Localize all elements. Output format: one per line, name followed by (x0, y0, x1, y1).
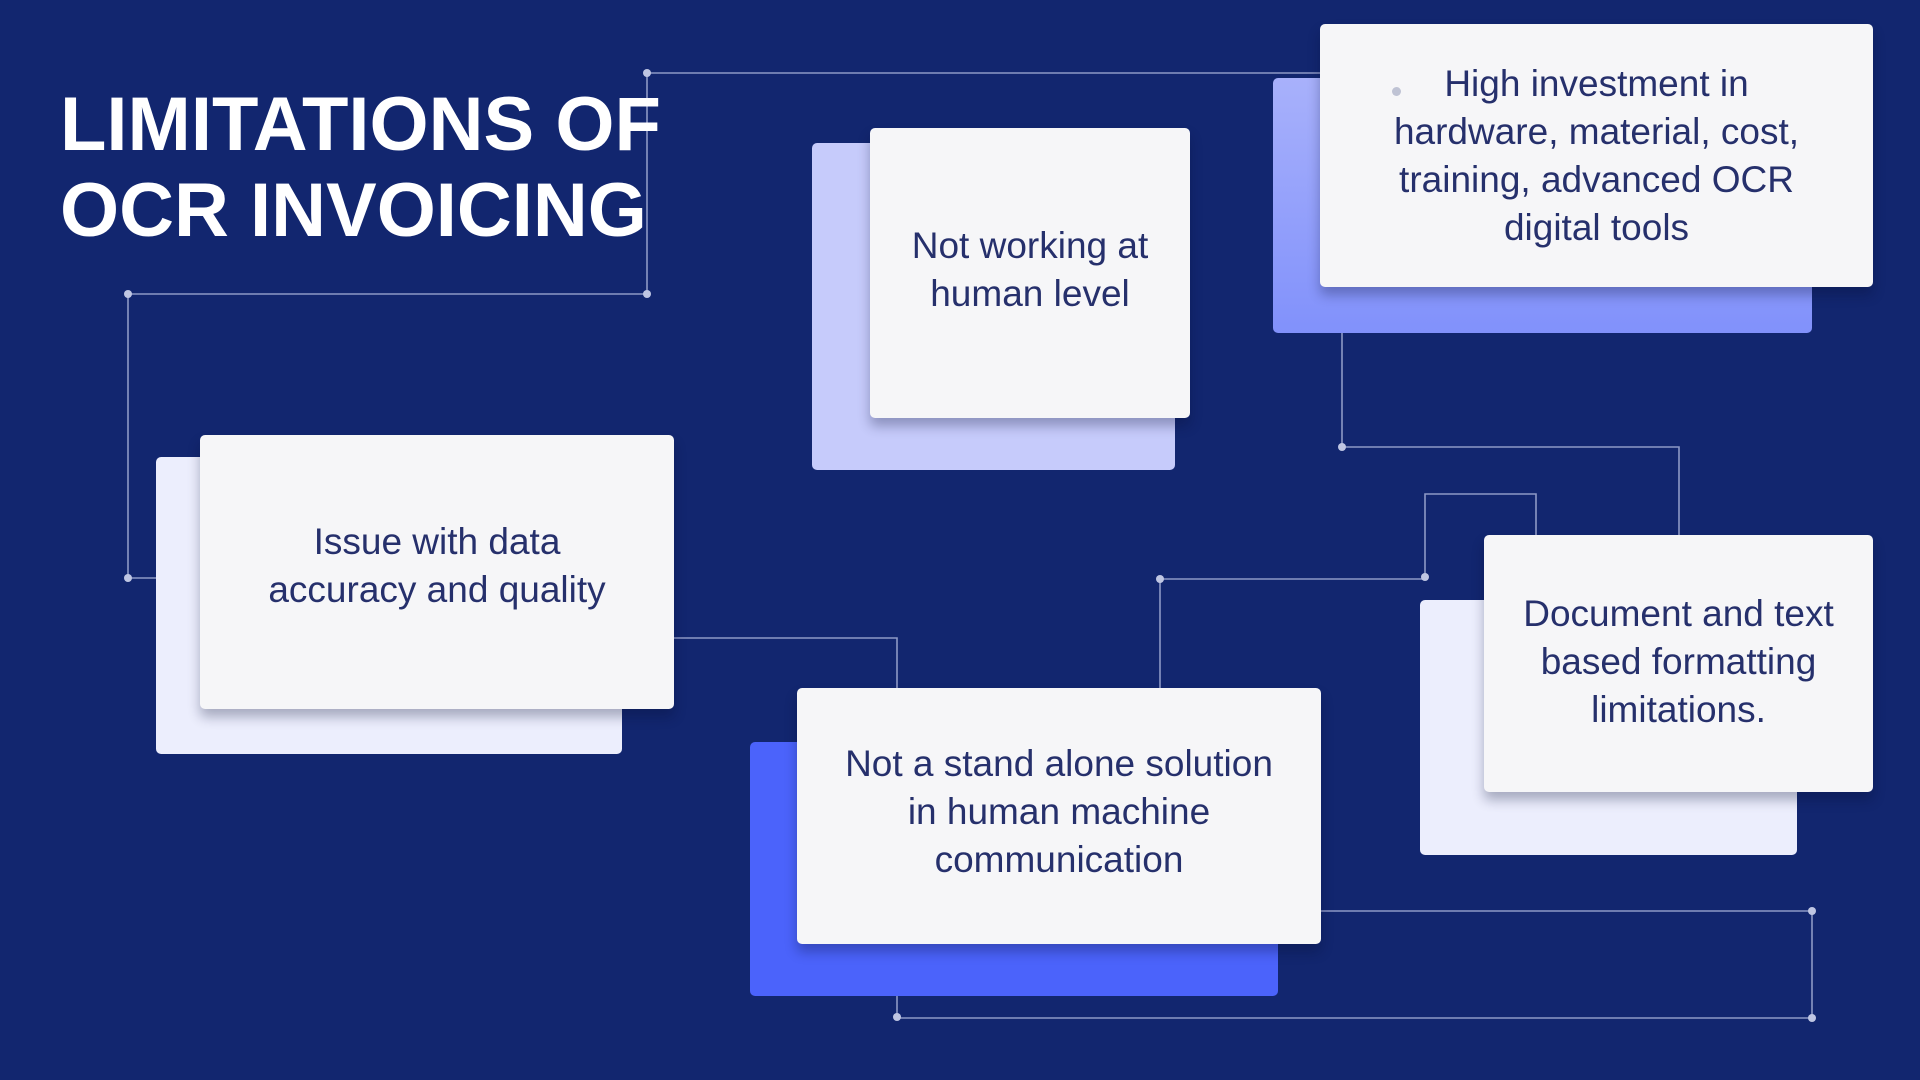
connector-standalone-formatting (1159, 493, 1537, 688)
connector-accuracy-standalone (674, 637, 898, 688)
connector-node (1808, 1014, 1816, 1022)
card-stand-alone-text: Not a stand alone solution in human mach… (845, 743, 1273, 880)
card-data-accuracy-text: Issue with data accuracy and quality (268, 521, 606, 610)
connector-node (1808, 907, 1816, 915)
card-data-accuracy: Issue with data accuracy and quality (200, 435, 674, 709)
page-title: LIMITATIONS OF OCR INVOICING (60, 82, 661, 254)
card-human-level-text: Not working at human level (911, 225, 1149, 314)
bullet-dot-icon (1392, 87, 1401, 96)
card-investment: High investment in hardware, material, c… (1320, 24, 1873, 287)
connector-node (1156, 575, 1164, 583)
connector-node (893, 1013, 901, 1021)
connector-node (124, 574, 132, 582)
connector-investment-formatting (1341, 331, 1680, 535)
card-formatting: Document and text based formatting limit… (1484, 535, 1873, 792)
card-formatting-text: Document and text based formatting limit… (1523, 592, 1834, 730)
card-investment-text: High investment in hardware, material, c… (1393, 62, 1800, 248)
connector-node (643, 290, 651, 298)
connector-node (643, 69, 651, 77)
connector-title-frame (127, 72, 1320, 579)
card-stand-alone: Not a stand alone solution in human mach… (797, 688, 1321, 944)
connector-node (124, 290, 132, 298)
page-title-line-2: OCR INVOICING (60, 168, 647, 253)
card-human-level: Not working at human level (870, 128, 1190, 418)
page-title-line-1: LIMITATIONS OF (60, 82, 661, 167)
connector-node (1421, 573, 1429, 581)
connector-node (1338, 443, 1346, 451)
